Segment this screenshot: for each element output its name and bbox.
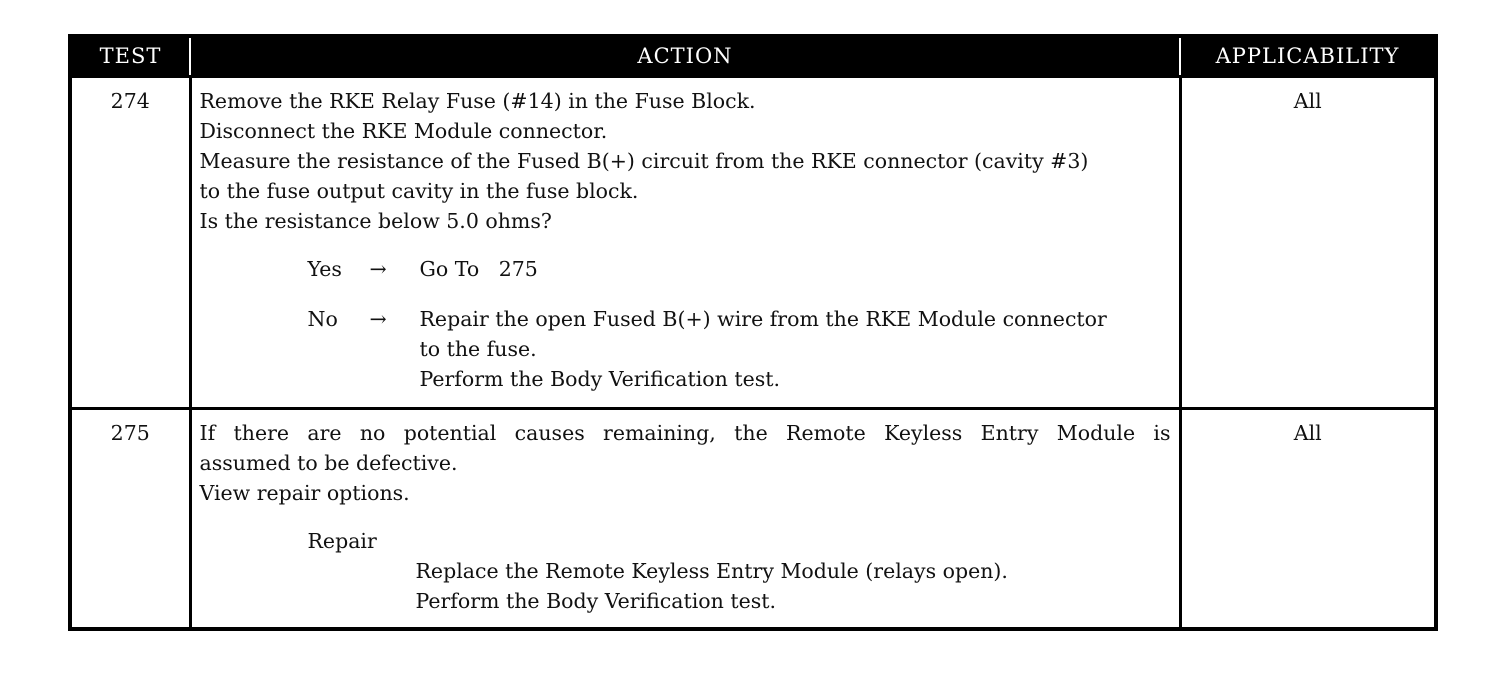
action-cell: If there are no potential causes remaini… — [188, 406, 1180, 629]
action-line: View repair options. — [199, 480, 410, 505]
header-applicability: APPLICABILITY — [1179, 36, 1436, 76]
action-line: If there are no potential causes remaini… — [199, 420, 1171, 445]
repair-label: Repair — [307, 528, 377, 553]
action-line: Measure the resistance of the Fused B(+)… — [199, 148, 1089, 173]
table-row-275: 275 If there are no potential causes rem… — [70, 406, 1436, 629]
outcome-line: to the fuse. — [419, 336, 537, 361]
applicability-value: All — [1178, 74, 1436, 408]
table-row-274: 274 Remove the RKE Relay Fuse (#14) in t… — [70, 74, 1436, 408]
action-cell: Remove the RKE Relay Fuse (#14) in the F… — [188, 74, 1180, 408]
action-line: to the fuse output cavity in the fuse bl… — [199, 178, 639, 203]
test-number: 274 — [70, 74, 190, 408]
outcome-line: Perform the Body Verification test. — [419, 366, 781, 391]
action-line: Disconnect the RKE Module connector. — [199, 118, 608, 143]
outcome-no: No → Repair the open Fused B(+) wire fro… — [200, 304, 1171, 394]
action-line: Remove the RKE Relay Fuse (#14) in the F… — [199, 88, 756, 113]
repair-line: Perform the Body Verification test. — [415, 588, 777, 613]
goto-link[interactable]: Go To 275 — [419, 256, 538, 281]
action-line: assumed to be defective. — [199, 450, 458, 475]
arrow-right-icon: → — [369, 256, 387, 281]
header-row: TEST ACTION APPLICABILITY — [70, 36, 1436, 76]
outcome-yes: Yes → Go To 275 — [200, 254, 1171, 284]
outcome-line: Repair the open Fused B(+) wire from the… — [419, 306, 1107, 331]
outcome-key: Yes — [307, 256, 342, 281]
repair-line: Replace the Remote Keyless Entry Module … — [415, 558, 1008, 583]
arrow-right-icon: → — [369, 306, 387, 331]
test-number: 275 — [70, 406, 190, 629]
action-line: Is the resistance below 5.0 ohms? — [199, 208, 552, 233]
diagnostic-test-table: TEST ACTION APPLICABILITY 274 Remove the… — [68, 34, 1438, 631]
outcome-key: No — [307, 306, 338, 331]
header-action: ACTION — [189, 36, 1180, 76]
applicability-value: All — [1178, 406, 1436, 629]
repair-options: Repair Replace the Remote Keyless Entry … — [200, 526, 1171, 616]
header-test: TEST — [70, 36, 190, 76]
